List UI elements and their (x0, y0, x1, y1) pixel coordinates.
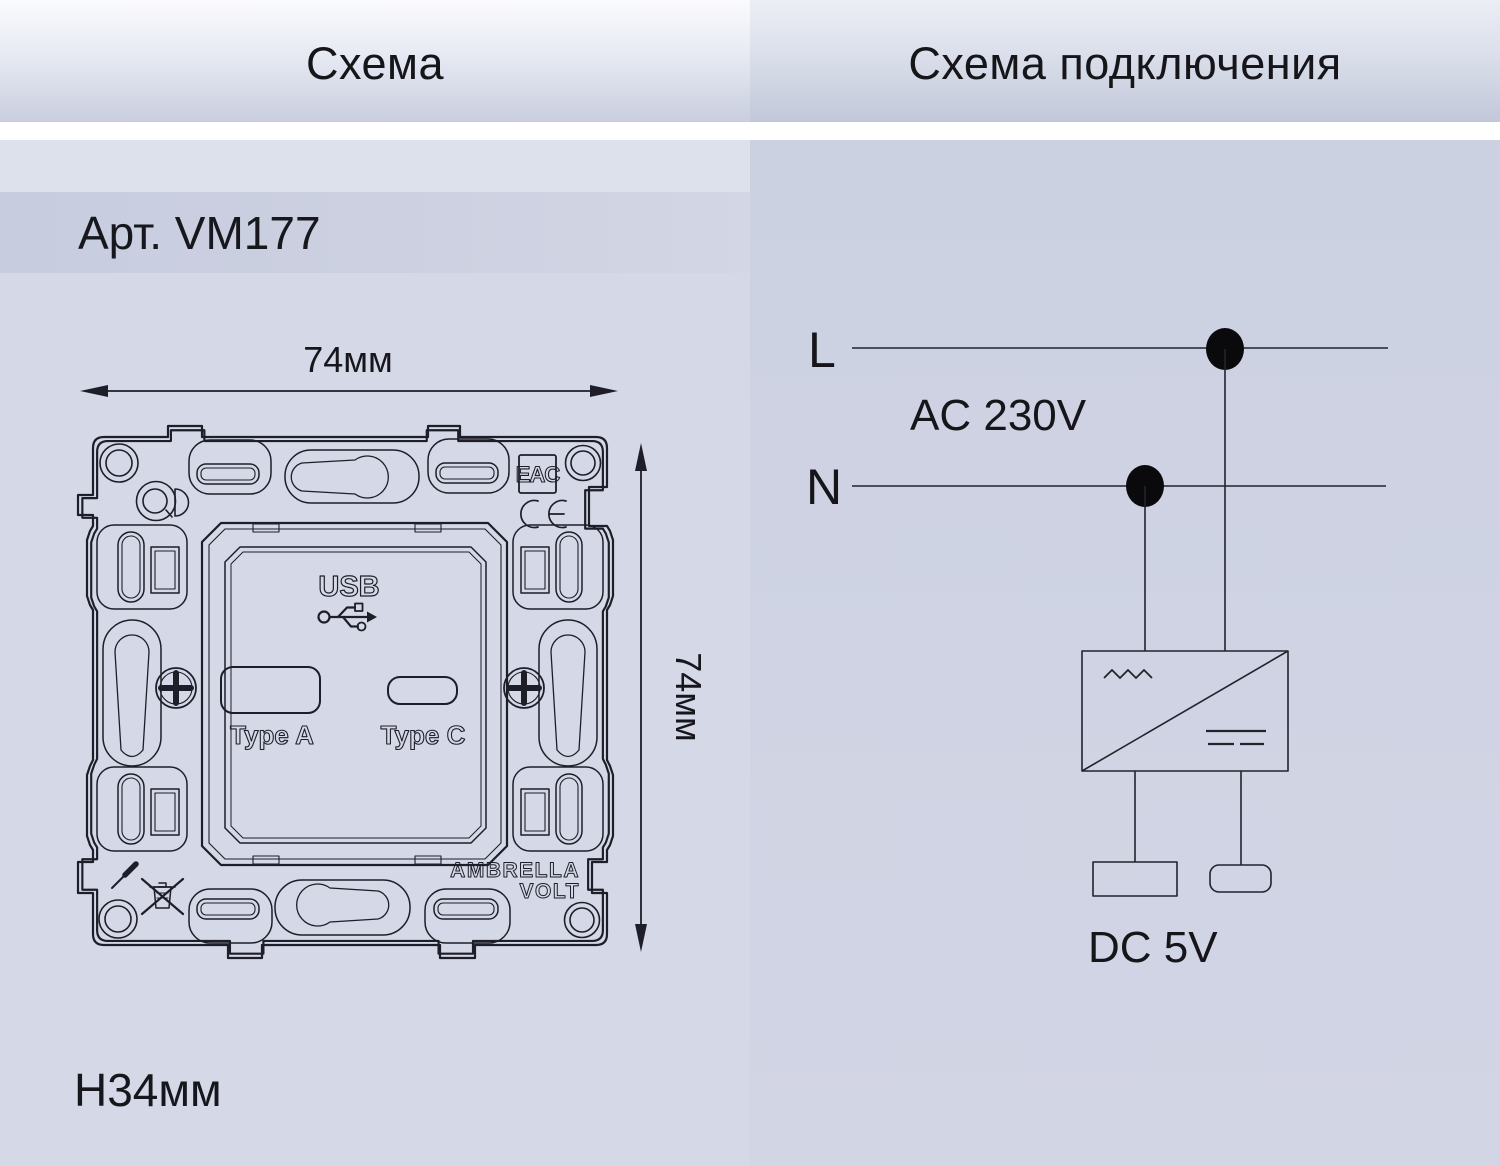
arrow-up-icon (635, 443, 647, 471)
eac-label: EAC (516, 462, 561, 487)
type-c-label: Type C (381, 720, 466, 750)
eac-mark: EAC (515, 454, 562, 494)
usb-trident-icon (317, 602, 377, 632)
width-dimension-label: 74мм (303, 339, 393, 380)
corner-hole-icons (98, 443, 602, 939)
right-header-band: Схема подключения (750, 0, 1500, 122)
technical-drawing: 74мм 74мм H34мм (74, 339, 709, 1116)
left-header-title: Схема (306, 38, 444, 89)
ac-wave-icon (1103, 669, 1153, 679)
depth-dimension-label: H34мм (74, 1064, 222, 1116)
no-trash-icon (140, 877, 185, 916)
bottom-slots (188, 879, 511, 944)
ce-mark (520, 499, 567, 529)
left-panel: Арт. VM177 74мм 74мм H34мм (0, 140, 750, 1166)
neutral-line-label: N (806, 459, 842, 515)
input-voltage-label: AC 230V (910, 391, 1087, 440)
dc-symbol-icon (1206, 729, 1266, 746)
article-number: Арт. VM177 (78, 206, 321, 259)
side-wings (96, 524, 604, 852)
header-separator (0, 122, 1500, 140)
frame-outline (76, 424, 615, 960)
arrow-right-icon (590, 385, 618, 397)
left-panel-spacer-band (0, 140, 750, 192)
screwdriver-icon (111, 861, 139, 889)
terminal-type-c (1209, 864, 1272, 893)
output-voltage-label: DC 5V (1088, 923, 1218, 972)
height-dimension-label: 74мм (668, 652, 709, 742)
logo-mark-icon (135, 480, 190, 522)
top-slots (188, 438, 510, 504)
header-row: Схема Схема подключения (0, 0, 1500, 122)
arrow-left-icon (80, 385, 108, 397)
right-panel: L AC 230V N DC 5V (750, 140, 1500, 1166)
live-line-label: L (808, 322, 836, 378)
usb-module: USB Type A Type C (200, 521, 509, 867)
drawing-band (0, 273, 750, 1166)
type-a-label: Type A (230, 720, 314, 750)
wiring-diagram: L AC 230V N DC 5V (806, 322, 1388, 972)
type-a-port (220, 666, 321, 714)
left-header-band: Схема (0, 0, 750, 122)
usb-label: USB (318, 571, 379, 603)
article-band: Арт. VM177 (0, 192, 750, 273)
brand-line1: AMBRELLA (450, 859, 580, 882)
screw-icons (155, 667, 545, 709)
width-dimension: 74мм (80, 339, 618, 397)
right-header-title: Схема подключения (908, 38, 1342, 89)
brand-line2: VOLT (520, 880, 580, 903)
type-c-port (387, 676, 458, 705)
brand-engraving: AMBRELLA VOLT (450, 859, 580, 904)
converter-box (1081, 650, 1289, 772)
arrow-down-icon (635, 924, 647, 952)
terminal-type-a (1092, 861, 1178, 897)
height-dimension: 74мм (635, 443, 709, 952)
